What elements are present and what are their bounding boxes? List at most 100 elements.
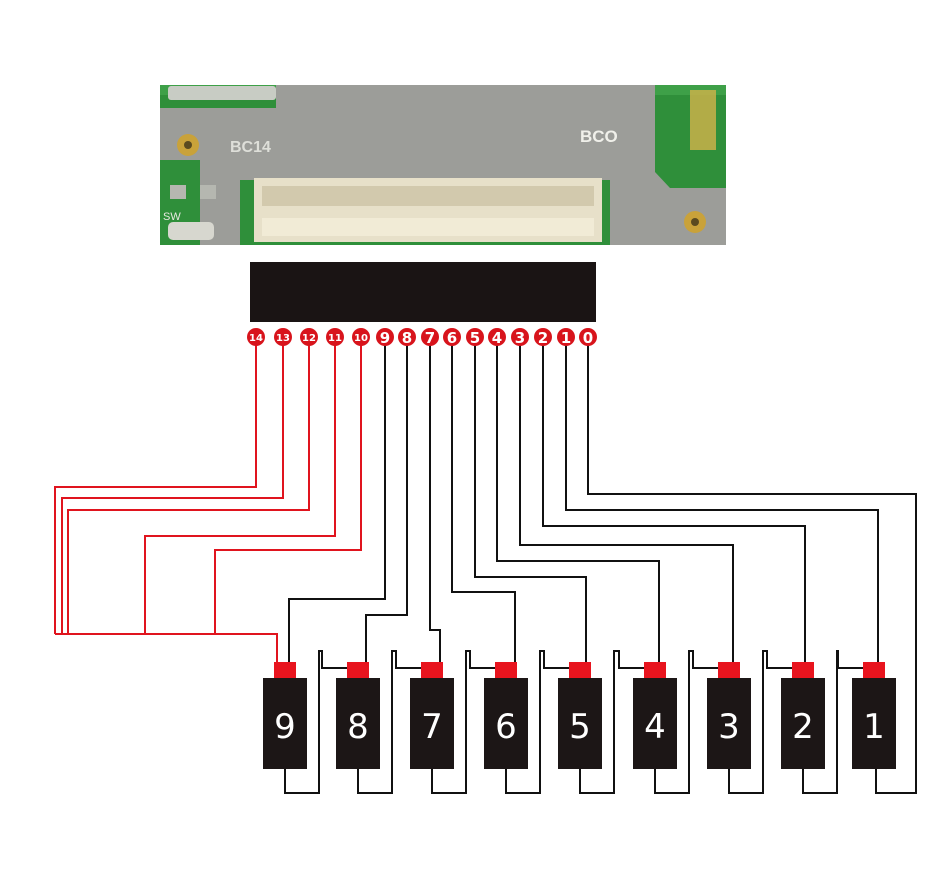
battery-cell-4: 4 <box>633 662 677 769</box>
battery-body <box>263 678 307 769</box>
wire-pin-4 <box>496 337 660 662</box>
pin-9: 9 <box>376 328 394 347</box>
wire-series-link <box>284 650 350 794</box>
wire-pin-3 <box>519 337 734 662</box>
wire-pin-12 <box>67 337 310 634</box>
pin-circle <box>376 328 394 346</box>
wire-pin-6 <box>451 337 516 662</box>
pin-label: 11 <box>328 333 342 344</box>
pin-label: 2 <box>538 329 548 347</box>
wire-pin-8 <box>365 337 408 662</box>
wire-series-link <box>802 650 866 794</box>
battery-terminal <box>718 662 740 679</box>
pin-circle <box>398 328 416 346</box>
wires <box>54 337 917 794</box>
battery-body <box>781 678 825 769</box>
pin-5: 5 <box>466 328 484 347</box>
battery-body <box>558 678 602 769</box>
battery-cell-1: 1 <box>852 662 896 769</box>
battery-terminal <box>863 662 885 679</box>
battery-label: 1 <box>863 707 885 747</box>
battery-body <box>336 678 380 769</box>
battery-terminal <box>792 662 814 679</box>
battery-body <box>707 678 751 769</box>
pin-label: 6 <box>447 329 457 347</box>
battery-body <box>633 678 677 769</box>
wire-pin-0 <box>587 337 917 794</box>
pin-label: 7 <box>425 329 435 347</box>
battery-terminal <box>569 662 591 679</box>
pin-circle <box>534 328 552 346</box>
battery-label: 2 <box>792 707 814 747</box>
board-label-sw: SW <box>163 211 181 223</box>
pin-circle <box>443 328 461 346</box>
battery-label: 3 <box>718 707 740 747</box>
battery-label: 6 <box>495 707 517 747</box>
wire-pin-7 <box>429 337 441 662</box>
pin-8: 8 <box>398 328 416 347</box>
wire-pin-14 <box>54 337 257 634</box>
battery-terminal <box>347 662 369 679</box>
pin-3: 3 <box>511 328 529 347</box>
battery-cell-3: 3 <box>707 662 751 769</box>
pin-label: 4 <box>492 329 502 347</box>
pin-circle <box>466 328 484 346</box>
pin-circle <box>579 328 597 346</box>
wire-pin-9 <box>288 337 386 662</box>
battery-cell-9: 9 <box>263 662 307 769</box>
pin-label: 3 <box>515 329 525 347</box>
wire-pin-1 <box>565 337 879 662</box>
board-label-bc14: BC14 <box>230 139 271 156</box>
battery-terminal <box>495 662 517 679</box>
battery-terminal <box>644 662 666 679</box>
pin-6: 6 <box>443 328 461 347</box>
wire-red-bus <box>55 633 278 662</box>
battery-cell-6: 6 <box>484 662 528 769</box>
battery-body <box>852 678 896 769</box>
pin-12: 12 <box>300 328 318 346</box>
pin-circle <box>352 328 370 346</box>
pin-label: 5 <box>470 329 480 347</box>
pin-circle <box>300 328 318 346</box>
pin-label: 1 <box>561 329 571 347</box>
wire-series-link <box>728 650 795 794</box>
wire-series-link <box>505 650 572 794</box>
pin-10: 10 <box>352 328 370 346</box>
battery-label: 7 <box>421 707 443 747</box>
wire-pin-13 <box>61 337 284 634</box>
pin-label: 14 <box>249 333 263 344</box>
pin-label: 12 <box>302 333 316 344</box>
pin-0: 0 <box>579 328 597 347</box>
battery-label: 9 <box>274 707 296 747</box>
battery-cell-8: 8 <box>336 662 380 769</box>
wire-series-link <box>579 650 647 794</box>
pin-circle <box>247 328 265 346</box>
pin-4: 4 <box>488 328 506 347</box>
pin-label: 10 <box>354 333 368 344</box>
pin-7: 7 <box>421 328 439 347</box>
battery-label: 4 <box>644 707 666 747</box>
pin-label: 9 <box>380 329 390 347</box>
wire-pin-5 <box>474 337 587 662</box>
pin-14: 14 <box>247 328 265 346</box>
battery-terminal <box>274 662 296 679</box>
board-pad <box>690 90 716 150</box>
wire-series-link <box>431 650 498 794</box>
pin-circle <box>421 328 439 346</box>
pin-circle <box>326 328 344 346</box>
wire-pin-2 <box>542 337 806 662</box>
pin-label: 13 <box>276 333 290 344</box>
pin-circle <box>511 328 529 346</box>
battery-body <box>484 678 528 769</box>
pin-label: 0 <box>583 329 593 347</box>
battery-cell-2: 2 <box>781 662 825 769</box>
bms-board: BC14 BCO SW <box>160 85 726 245</box>
pin-2: 2 <box>534 328 552 347</box>
battery-cell-5: 5 <box>558 662 602 769</box>
battery-body <box>410 678 454 769</box>
pin-1: 1 <box>557 328 575 347</box>
battery-terminal <box>421 662 443 679</box>
